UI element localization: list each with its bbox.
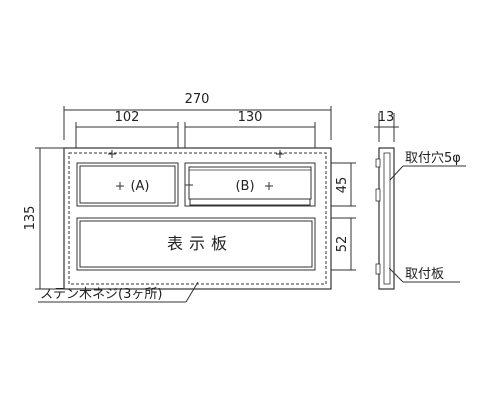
dim-label-45: 45 [335,177,350,194]
side-tab-upper [375,158,381,168]
dim-label-102: 102 [115,110,140,125]
panel-a-center-mark [116,182,124,190]
mount-hole-callout-text: 取付穴5φ [405,151,461,166]
panel-b-inner [188,166,312,200]
side-tab-lower [375,263,381,275]
panel-a-label: (A) [130,179,149,194]
front-view: (A) (B) 表示板 [63,147,332,290]
dim-label-135: 135 [23,206,38,231]
side-view: 13 取付穴5φ 取付板 [374,110,466,290]
side-inner [383,152,391,285]
screw-callout: ステン木ネジ(3ヶ所) [38,281,199,303]
dim-overall-height: 135 [23,147,64,290]
screw-mark-right [185,181,193,189]
display-board-inner [79,220,313,268]
inner-frame-dashed [68,152,327,285]
dim-label-270: 270 [185,92,210,107]
mount-plate-callout-text: 取付板 [405,267,444,282]
panel-a-inner [79,165,176,204]
display-board-label: 表示板 [167,234,233,253]
screw-mark-top-left [108,150,116,158]
side-tab-middle [375,188,381,202]
panel-b-bottom-rail [189,198,311,206]
screw-callout-text: ステン木ネジ(3ヶ所) [40,287,162,302]
panel-b-label: (B) [235,179,254,194]
screw-mark-top-right [276,150,284,158]
dim-label-52: 52 [335,236,350,253]
dim-label-130: 130 [238,110,263,125]
dim-overall-width: 270 [63,92,332,140]
dim-width-a: 102 [75,110,179,155]
panel-b-center-mark [265,182,273,190]
dim-label-13: 13 [378,110,395,125]
